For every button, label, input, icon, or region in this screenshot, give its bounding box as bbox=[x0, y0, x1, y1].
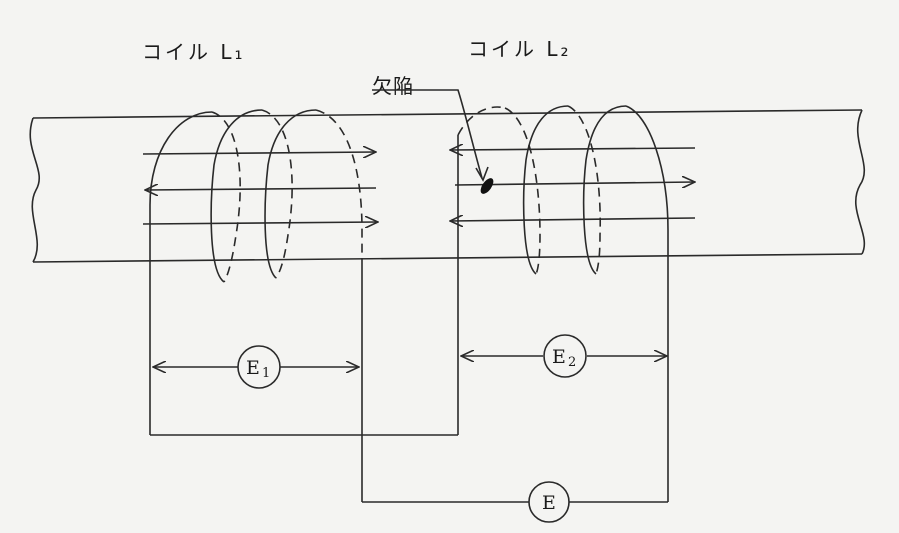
defect bbox=[372, 89, 494, 194]
flux-arrow-right bbox=[142, 222, 378, 224]
flux-arrow-right bbox=[454, 182, 695, 185]
pipe bbox=[29, 109, 866, 263]
svg-text:E: E bbox=[552, 346, 566, 368]
coil-l2 bbox=[457, 105, 669, 502]
meter-e: E bbox=[528, 481, 570, 523]
flux-arrow-left bbox=[145, 188, 377, 190]
coil-l1-label: コイル L₁ bbox=[142, 40, 246, 64]
meter-e2: E 2 bbox=[543, 334, 587, 378]
voltage-spans bbox=[153, 356, 667, 367]
defect-mark bbox=[480, 178, 494, 194]
flux-arrow-left bbox=[450, 218, 696, 221]
svg-text:E: E bbox=[542, 492, 556, 514]
coil-l2-label: コイル L₂ bbox=[468, 37, 572, 61]
flux-arrow-left bbox=[450, 148, 696, 150]
svg-text:E: E bbox=[246, 357, 260, 379]
flux-arrows-l2 bbox=[450, 148, 695, 221]
coil-l1 bbox=[149, 109, 363, 502]
defect-label: 欠陥 bbox=[372, 74, 414, 98]
wiring bbox=[150, 434, 668, 503]
svg-text:2: 2 bbox=[568, 355, 576, 370]
flux-arrows-l1 bbox=[142, 152, 378, 224]
meter-e1: E 1 bbox=[237, 345, 281, 389]
flux-arrow-right bbox=[142, 152, 376, 154]
svg-text:1: 1 bbox=[262, 366, 270, 381]
